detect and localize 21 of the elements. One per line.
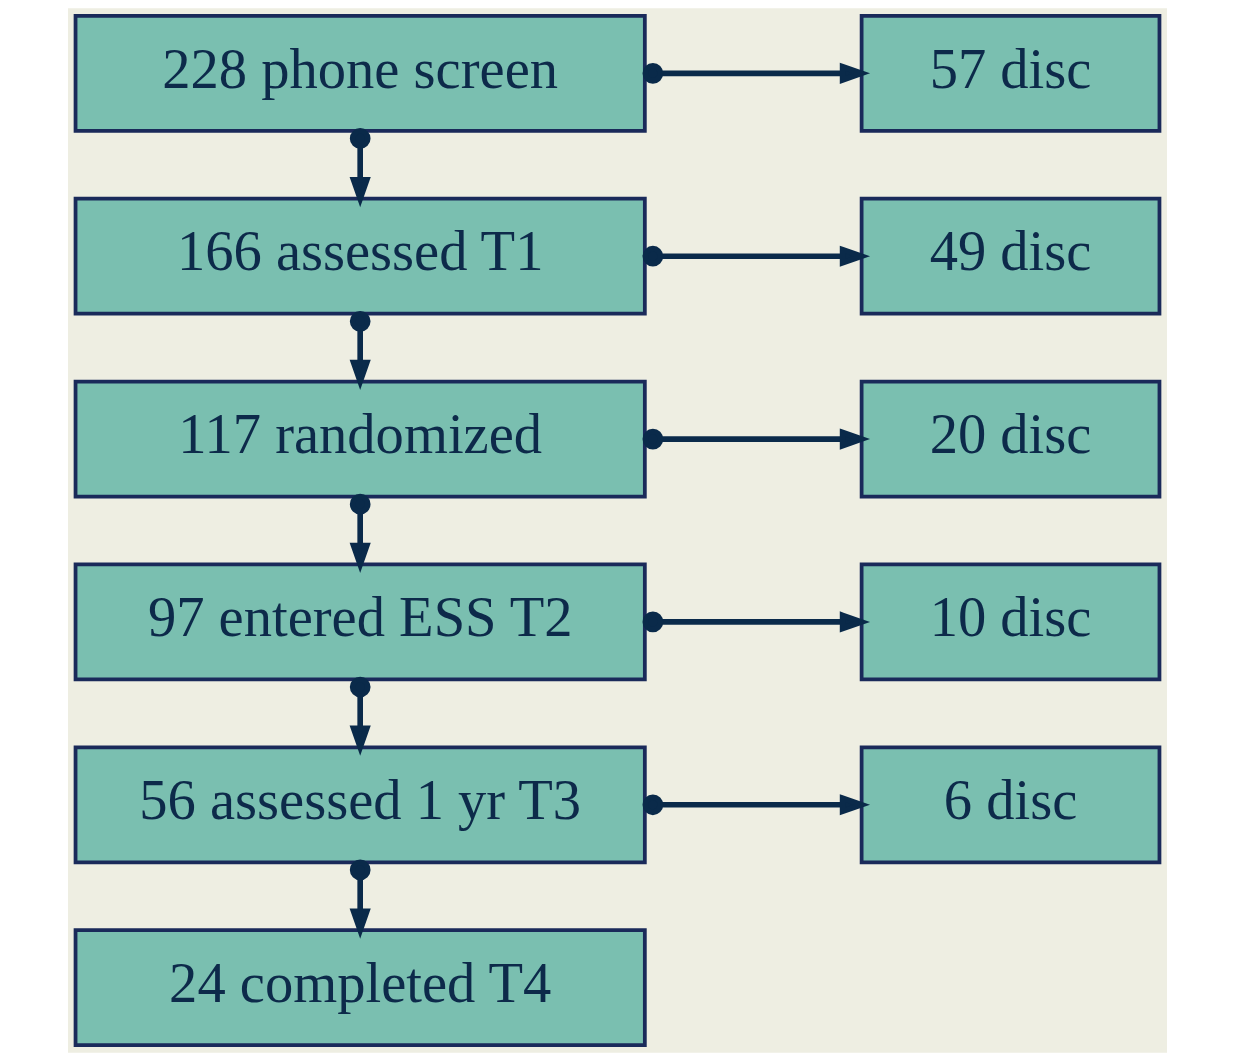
arrow — [349, 676, 371, 756]
arrow — [642, 62, 870, 84]
node-box: 20 disc — [859, 379, 1161, 499]
node-box: 57 disc — [859, 14, 1161, 133]
arrow — [642, 794, 870, 816]
node-box: 117 randomized — [73, 379, 647, 499]
node-box: 166 assessed T1 — [73, 196, 647, 316]
node-box: 24 completed T4 — [73, 928, 647, 1047]
arrow — [642, 611, 870, 633]
arrow — [349, 859, 371, 939]
arrow — [349, 128, 371, 208]
arrow — [349, 310, 371, 391]
node-box: 56 assessed 1 yr T3 — [73, 745, 647, 865]
arrow — [642, 428, 870, 450]
node-box: 97 entered ESS T2 — [73, 562, 647, 682]
node-box: 228 phone screen — [73, 14, 647, 133]
node-box: 49 disc — [859, 196, 1161, 316]
arrow — [349, 493, 371, 573]
node-box: 6 disc — [859, 745, 1161, 865]
arrow — [642, 245, 870, 267]
node-box: 10 disc — [859, 562, 1161, 682]
